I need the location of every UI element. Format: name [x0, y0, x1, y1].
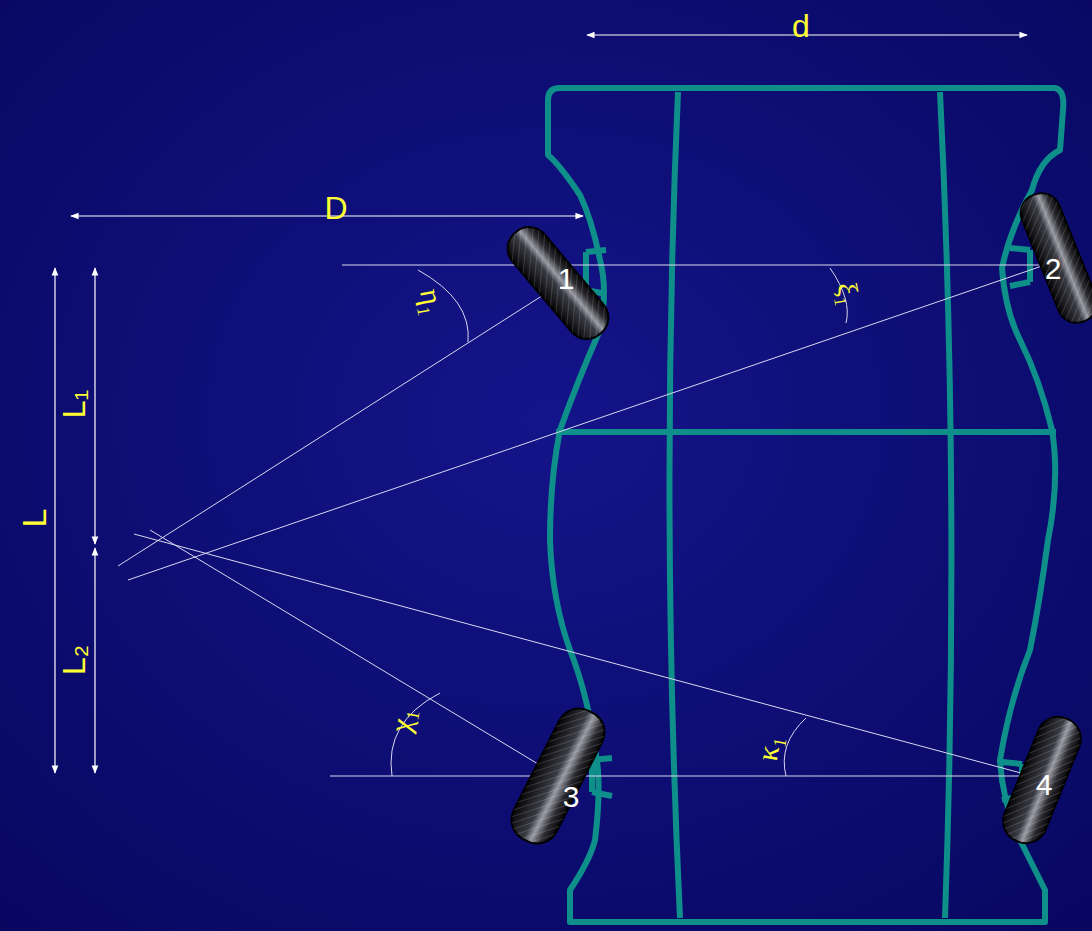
dimension-label: L₂: [58, 645, 90, 675]
dimension-label: d: [792, 10, 810, 42]
wheels: [499, 187, 1092, 851]
dimension-lines: [55, 35, 1027, 773]
dimension-label: D: [324, 192, 347, 224]
angle-label: ξ₁: [832, 281, 863, 308]
wheel-number: 3: [563, 782, 580, 812]
dimension-label: L: [17, 509, 51, 528]
wheel-number: 4: [1036, 770, 1053, 800]
angle-label: κ₁: [752, 733, 786, 763]
wheel-number: 2: [1045, 254, 1062, 284]
angle-label: η₁: [415, 287, 449, 318]
angle-label: χ₁: [385, 706, 419, 735]
wheel-number: 1: [558, 264, 575, 294]
dimension-label: L₁: [58, 390, 90, 419]
car-body: [548, 88, 1063, 922]
